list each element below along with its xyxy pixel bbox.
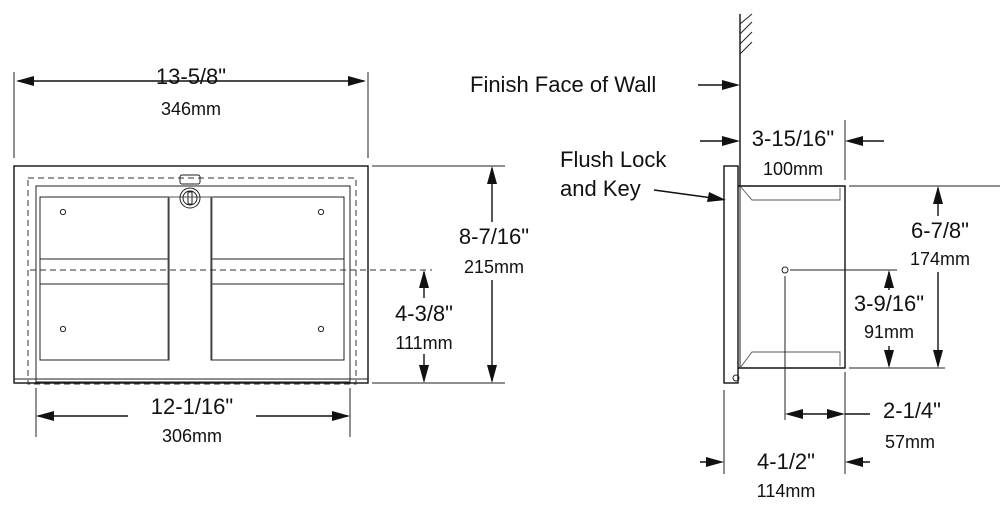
screw-icon [59, 208, 67, 216]
left-compartment [39, 196, 170, 361]
side-hole-height-mm: 91mm [864, 322, 914, 342]
front-inner-width-inches: 12-1/16" [151, 394, 233, 419]
side-height-inches: 6-7/8" [911, 218, 969, 243]
side-projection-inches: 3-15/16" [752, 126, 834, 151]
lock-label-line2: and Key [560, 176, 641, 201]
side-hole-height-inches: 3-9/16" [854, 291, 924, 316]
right-compartment [210, 196, 345, 361]
side-height-mm: 174mm [910, 249, 970, 269]
screw-icon [317, 208, 325, 216]
side-body [738, 185, 846, 369]
front-mid-height-inches: 4-3/8" [395, 301, 453, 326]
side-offset-mm: 57mm [885, 432, 935, 452]
lock-label-line1: Flush Lock [560, 147, 667, 172]
mounting-hole-icon [781, 266, 789, 274]
front-mid-height-mm: 111mm [395, 333, 452, 353]
front-width-inches: 13-5/8" [156, 64, 226, 89]
front-view: 13-5/8" 346mm 8-7/16" 215mm 4-3/8" 111mm… [13, 64, 540, 446]
front-inner-width-mm: 306mm [162, 426, 222, 446]
screw-icon [59, 325, 67, 333]
front-height-mm: 215mm [464, 257, 524, 277]
wall-hatch [739, 13, 753, 55]
front-hidden-outline [27, 177, 357, 385]
front-body-outline [35, 185, 351, 383]
side-depth-mm: 114mm [757, 481, 816, 501]
side-flange [723, 165, 739, 384]
screw-icon [317, 325, 325, 333]
side-projection-mm: 100mm [763, 159, 823, 179]
front-height-inches: 8-7/16" [459, 224, 529, 249]
lock-icon [179, 174, 201, 209]
wall-label: Finish Face of Wall [470, 72, 656, 97]
side-depth-inches: 4-1/2" [757, 449, 815, 474]
side-offset-inches: 2-1/4" [883, 398, 941, 423]
side-view: Finish Face of Wall Flush Lock and Key 3… [470, 13, 1000, 501]
front-width-mm: 346mm [161, 99, 221, 119]
front-flange-outline [13, 165, 369, 384]
